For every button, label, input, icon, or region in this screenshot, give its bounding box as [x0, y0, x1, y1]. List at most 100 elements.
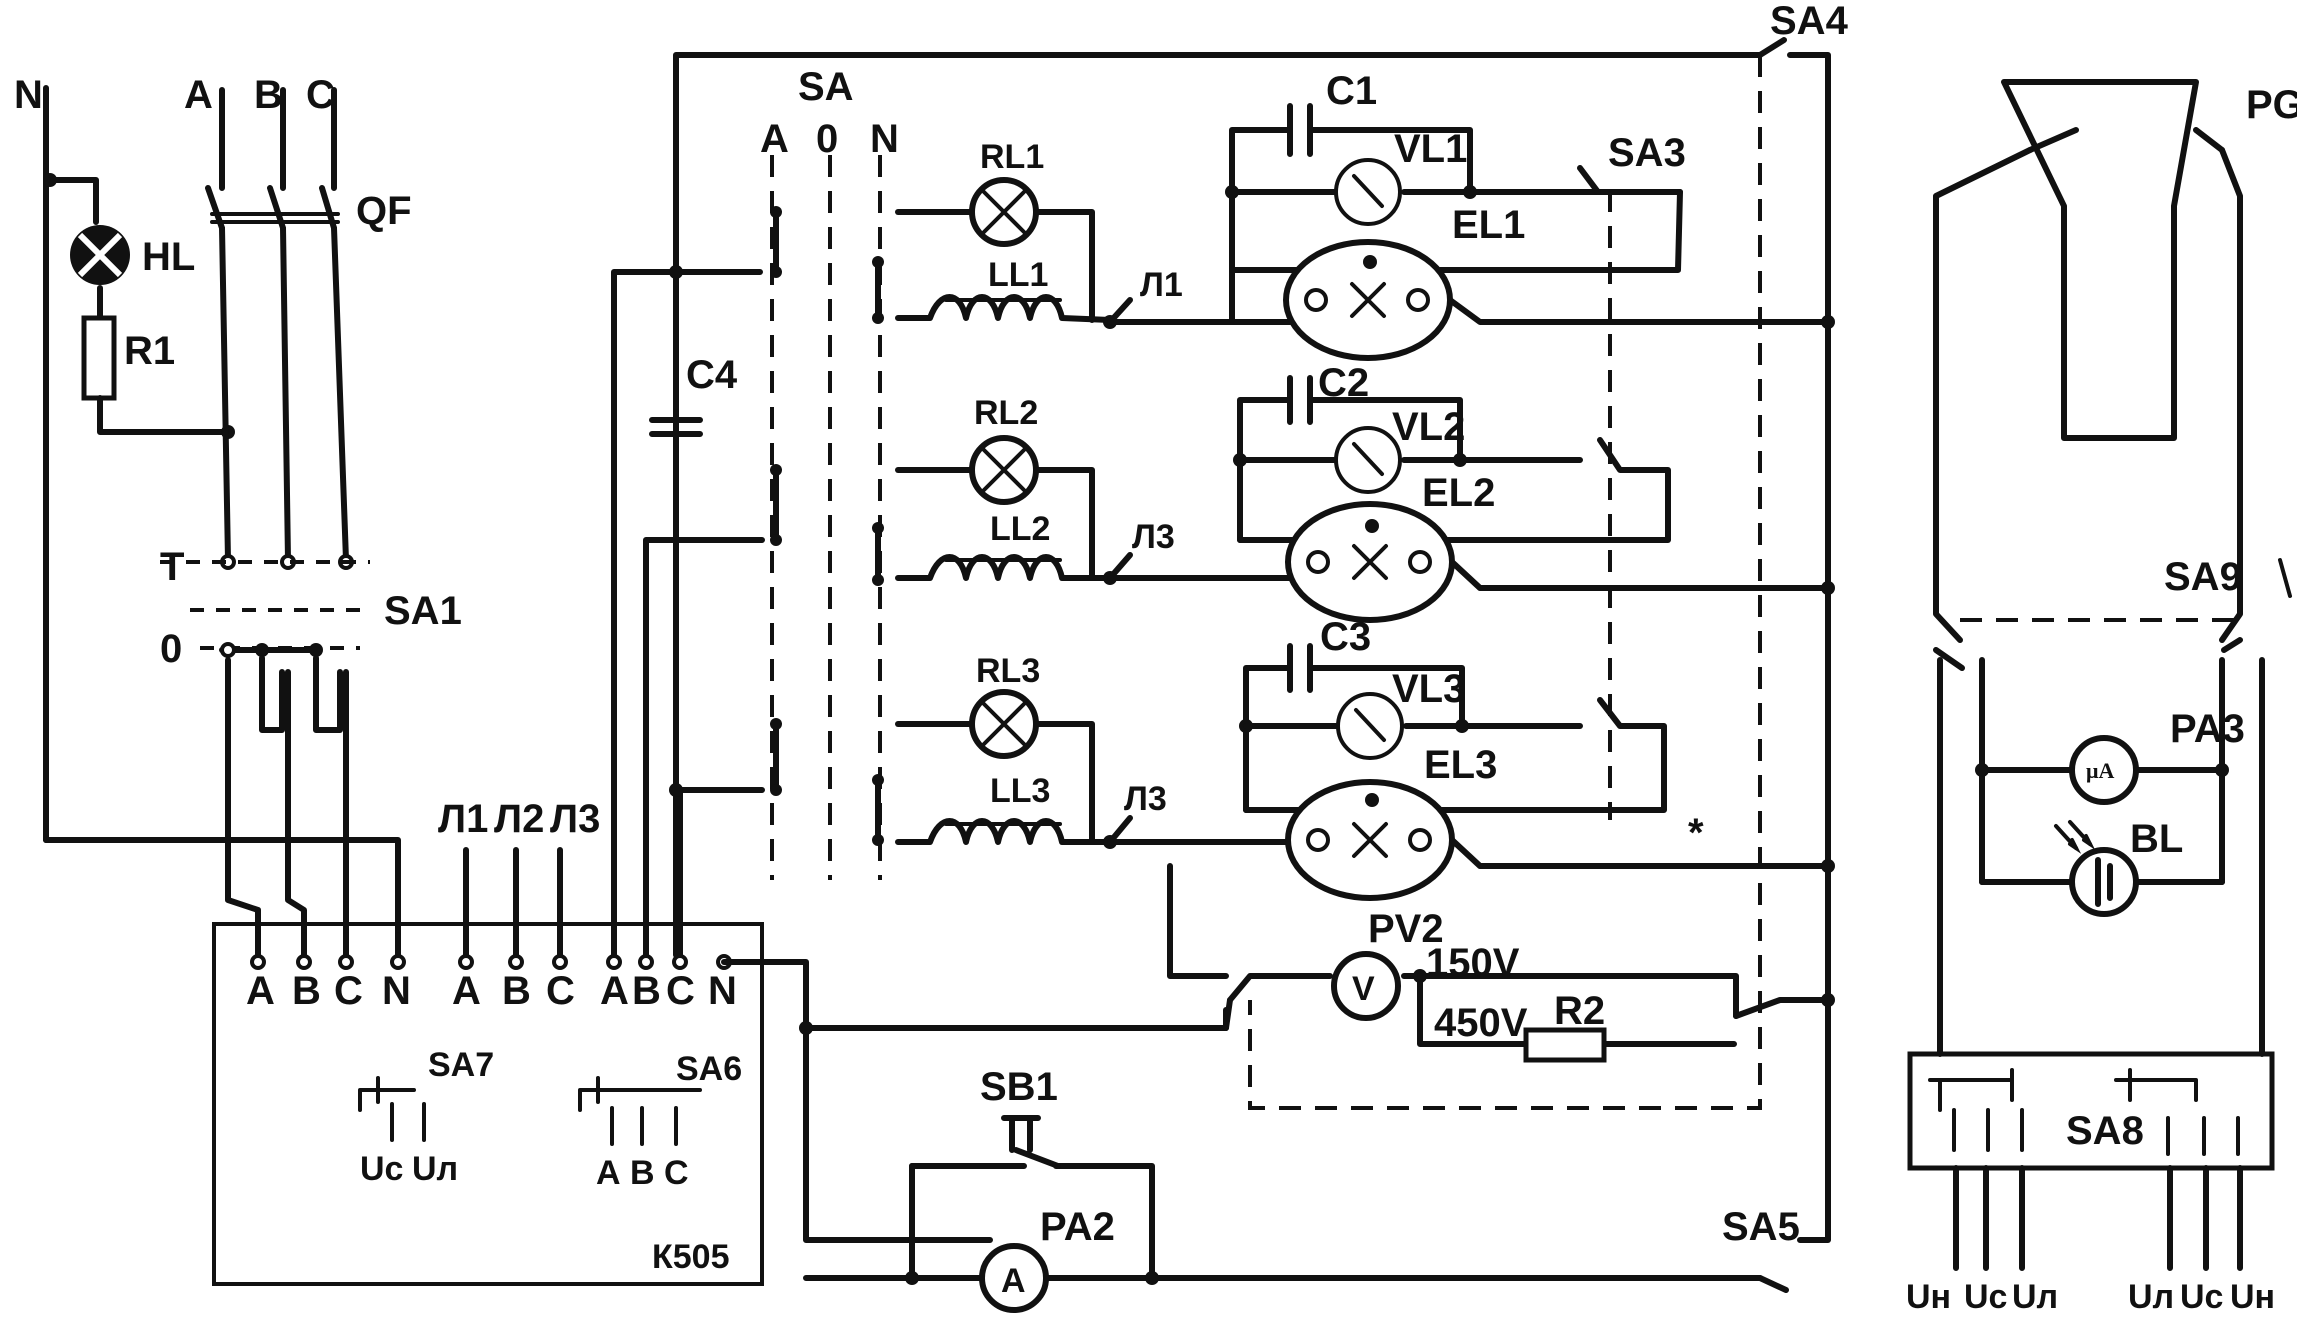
switch-sa6[interactable]	[578, 1076, 702, 1146]
capacitor-c1	[1287, 103, 1313, 157]
mains-section: N A B C HL R1 QF T	[14, 73, 462, 938]
k505-term-label-5: A	[452, 969, 481, 1013]
k505-term-label-3: C	[334, 969, 363, 1013]
ll1-label: LL1	[988, 256, 1048, 294]
terminal-c-in[interactable]	[338, 954, 354, 970]
el2-label: EL2	[1422, 471, 1495, 515]
switch-sa9[interactable]	[2278, 558, 2292, 598]
phase-b-label: B	[254, 73, 283, 117]
k505-term-label-1: A	[246, 969, 275, 1013]
ammeter-circuit	[803, 1163, 1789, 1293]
switch-sa8[interactable]	[1907, 1051, 2275, 1271]
pv2-label: PV2	[1368, 907, 1444, 951]
photo-rig	[1933, 79, 2265, 1057]
output-right-uc: Uс	[2180, 1278, 2223, 1316]
sa3-label: SA3	[1608, 131, 1686, 175]
photocell-bl	[2054, 820, 2139, 917]
selector-pos-n: N	[870, 117, 899, 161]
terminal-c-line[interactable]	[552, 954, 568, 970]
terminal-a-in[interactable]	[250, 954, 266, 970]
c4-label: C4	[686, 353, 738, 397]
sa6-contact-c: C	[664, 1154, 689, 1192]
rl2-label: RL2	[974, 394, 1038, 432]
channel-3	[895, 643, 1835, 901]
qf-label: QF	[356, 189, 412, 233]
selector-pos-a: A	[760, 117, 789, 161]
sa6-contact-a: A	[596, 1154, 621, 1192]
selector-pos-0: 0	[816, 117, 838, 161]
terminal-b-in[interactable]	[296, 954, 312, 970]
node3-label: Л3	[1124, 780, 1167, 818]
microammeter-symbol: μA	[2086, 758, 2114, 783]
sa4-label: SA4	[1770, 0, 1849, 43]
sa6-label: SA6	[676, 1050, 742, 1088]
hl-label: HL	[142, 235, 195, 279]
line-label-3: Л3	[550, 797, 600, 841]
sa9-label: SA9	[2164, 555, 2242, 599]
line-label-1: Л1	[438, 797, 488, 841]
c1-label: C1	[1326, 69, 1377, 113]
sa6-contact-b: B	[630, 1154, 655, 1192]
ll2-label: LL2	[990, 510, 1050, 548]
output-right-un: Uн	[2230, 1278, 2275, 1316]
el3-label: EL3	[1424, 743, 1497, 787]
line-label-2: Л2	[494, 797, 544, 841]
node1-label: Л1	[1140, 266, 1183, 304]
k505-term-label-4: N	[382, 969, 411, 1013]
selector-label: SA	[798, 65, 854, 109]
node2-label: Л3	[1132, 518, 1175, 556]
sa1-label: SA1	[384, 589, 462, 633]
capacitor-c4	[649, 265, 703, 797]
phase-b-wire	[280, 87, 291, 563]
resistor-r1	[81, 315, 117, 401]
phase-a-label: A	[184, 73, 213, 117]
range-150v-label: 150V	[1426, 941, 1520, 985]
terminal-a-line[interactable]	[458, 954, 474, 970]
phase-c-wire	[331, 87, 349, 563]
k505-term-label-6: B	[502, 969, 531, 1013]
k505-term-label-2: B	[292, 969, 321, 1013]
asterisk-mark: *	[1688, 811, 1704, 855]
output-left-ul: Uл	[2012, 1278, 2058, 1316]
ammeter-symbol: A	[1001, 1262, 1026, 1300]
neutral-wire	[43, 85, 401, 938]
k505-terminals	[250, 932, 732, 970]
terminal-n-in[interactable]	[390, 954, 406, 970]
selector-sa[interactable]	[770, 155, 884, 880]
sa7-contact-uc: Uс	[360, 1150, 403, 1188]
phase-a-wire	[219, 87, 231, 563]
indicator-lamp-hl	[70, 225, 130, 285]
vl1-label: VL1	[1394, 127, 1467, 171]
sa8-label: SA8	[2066, 1109, 2144, 1153]
switch-sa4[interactable]	[1248, 55, 1762, 1110]
circuit-breaker-qf	[205, 185, 340, 231]
resistor-r2	[1523, 1027, 1607, 1063]
pa3-label: PA3	[2170, 707, 2245, 751]
channel-1	[895, 103, 1835, 361]
k505-term-label-7: C	[546, 969, 575, 1013]
sa7-contact-ul: Uл	[412, 1150, 458, 1188]
terminal-b-line[interactable]	[508, 954, 524, 970]
k505-term-label-10: C	[666, 969, 695, 1013]
sa1-pos-t: T	[160, 545, 184, 589]
switch-sa7[interactable]	[358, 1076, 426, 1142]
rl3-label: RL3	[976, 652, 1040, 690]
push-button-sb1[interactable]	[1001, 1115, 1061, 1169]
range-450v-label: 450V	[1434, 1001, 1528, 1045]
output-right-ul: Uл	[2128, 1278, 2174, 1316]
vl3-label: VL3	[1392, 667, 1465, 711]
sa5-label: SA5	[1722, 1205, 1800, 1249]
vl2-label: VL2	[1392, 405, 1465, 449]
capacitor-c2	[1287, 375, 1313, 425]
neutral-label: N	[14, 73, 43, 117]
microammeter-pa3	[2069, 735, 2139, 805]
voltmeter-pv2	[799, 863, 1835, 1063]
bl-label: BL	[2130, 817, 2183, 861]
k505-term-label-9: B	[632, 969, 661, 1013]
r2-label: R2	[1554, 989, 1605, 1033]
ammeter-pa2	[979, 1243, 1049, 1313]
sa1-pos-0: 0	[160, 627, 182, 671]
capacitor-c3	[1287, 643, 1313, 693]
k505-term-label-11: N	[708, 969, 737, 1013]
